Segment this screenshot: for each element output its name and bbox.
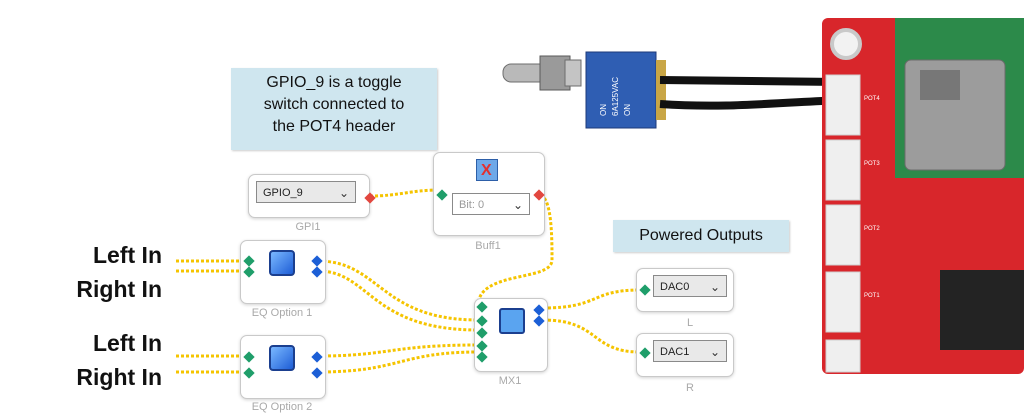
- eq1-output-port-left[interactable]: [311, 255, 323, 267]
- chevron-down-icon: ⌄: [709, 345, 720, 359]
- mixer-icon: [499, 308, 525, 334]
- chevron-down-icon: ⌄: [338, 186, 349, 200]
- gpi1-block[interactable]: GPIO_9 ⌄: [248, 174, 376, 218]
- eq-icon: [269, 345, 295, 371]
- eq-option-2-block[interactable]: [240, 335, 326, 399]
- left-in-label-2: Left In: [93, 330, 162, 356]
- eq2-input-port-left[interactable]: [243, 351, 255, 363]
- pcb-label-pot3: POT3: [864, 161, 880, 167]
- buffer-icon: X: [476, 159, 498, 181]
- dac0-caption: L: [686, 317, 694, 329]
- pcb-label-pot4: POT4: [864, 96, 880, 102]
- dac1-select-value: DAC1: [660, 346, 690, 358]
- dac1-select[interactable]: DAC1 ⌄: [653, 340, 727, 362]
- mx1-input-port-4[interactable]: [476, 351, 488, 363]
- right-in-label-1: Right In: [76, 276, 162, 302]
- left-in-label-1: Left In: [93, 242, 162, 268]
- mx1-output-port-1[interactable]: [533, 304, 545, 316]
- eq1-input-port-right[interactable]: [243, 266, 255, 278]
- switch-mark-on-top: ON: [599, 104, 608, 116]
- mx1-select-port[interactable]: [476, 301, 488, 313]
- buff1-input-port[interactable]: [436, 189, 448, 201]
- buff1-bit-value: Bit: 0: [459, 199, 485, 211]
- dac0-block[interactable]: DAC0 ⌄: [636, 268, 734, 312]
- pcb-label-pot2: POT2: [864, 226, 880, 232]
- dac1-caption: R: [686, 382, 694, 394]
- eq-option-2-caption: EQ Option 2: [251, 401, 313, 413]
- mx1-block[interactable]: [474, 298, 548, 372]
- gpio-note-line-1: GPIO_9 is a toggle: [266, 74, 402, 91]
- dac1-input-port[interactable]: [639, 347, 651, 359]
- eq1-input-port-left[interactable]: [243, 255, 255, 267]
- mx1-input-port-1[interactable]: [476, 315, 488, 327]
- powered-outputs-callout: Powered Outputs: [613, 220, 789, 252]
- gpi1-caption: GPI1: [295, 221, 321, 233]
- mx1-input-port-2[interactable]: [476, 327, 488, 339]
- eq2-output-port-left[interactable]: [311, 351, 323, 363]
- gpio-note-line-2: switch connected to: [263, 96, 405, 113]
- eq2-input-port-right[interactable]: [243, 367, 255, 379]
- eq1-output-port-right[interactable]: [311, 266, 323, 278]
- eq-option-1-caption: EQ Option 1: [251, 307, 313, 319]
- gpio-note-line-3: the POT4 header: [272, 118, 396, 135]
- toggle-switch-photo: ON 6A125VAC ON: [502, 51, 841, 129]
- chevron-down-icon: ⌄: [512, 198, 523, 212]
- dac0-input-port[interactable]: [639, 284, 651, 296]
- dac1-block[interactable]: DAC1 ⌄: [636, 333, 734, 377]
- mx1-input-port-3[interactable]: [476, 340, 488, 352]
- gpi1-select[interactable]: GPIO_9 ⌄: [256, 181, 356, 203]
- eq-icon: [269, 250, 295, 276]
- pcb-label-pot1: POT1: [864, 293, 880, 299]
- dac0-select-value: DAC0: [660, 281, 690, 293]
- buff1-bit-select[interactable]: Bit: 0 ⌄: [452, 193, 530, 215]
- signal-wires: [176, 188, 641, 374]
- chevron-down-icon: ⌄: [709, 280, 720, 294]
- eq-option-1-block[interactable]: [240, 240, 326, 304]
- mx1-caption: MX1: [498, 375, 522, 387]
- switch-mark-rating: 6A125VAC: [611, 77, 620, 116]
- buff1-block[interactable]: X Bit: 0 ⌄: [433, 152, 545, 236]
- eq2-output-port-right[interactable]: [311, 367, 323, 379]
- buff1-caption: Buff1: [475, 240, 501, 252]
- dac0-select[interactable]: DAC0 ⌄: [653, 275, 727, 297]
- switch-mark-on-bottom: ON: [623, 104, 632, 116]
- right-in-label-2: Right In: [76, 364, 162, 390]
- mx1-output-port-2[interactable]: [533, 315, 545, 327]
- gpio-note-callout: GPIO_9 is a toggle switch connected to t…: [231, 68, 437, 150]
- gpi1-select-value: GPIO_9: [263, 187, 303, 199]
- buff1-output-port[interactable]: [533, 189, 545, 201]
- pcb-board-photo: POT4 POT3 POT2 POT1: [822, 18, 1024, 374]
